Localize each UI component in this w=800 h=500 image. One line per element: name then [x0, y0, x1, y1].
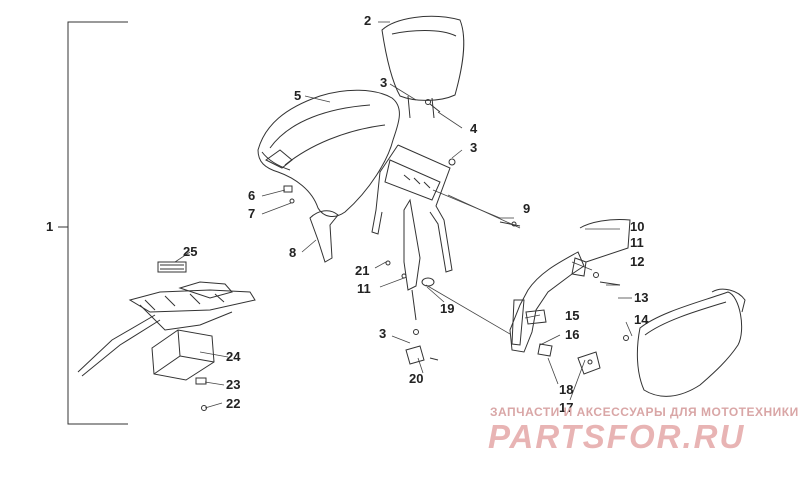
callout-25: 25: [183, 244, 198, 259]
callout-19: 19: [440, 301, 455, 316]
screw-4: [425, 99, 441, 113]
callout-13: 13: [634, 290, 649, 305]
backrest-frame: [371, 144, 456, 321]
callout-21: 21: [355, 263, 370, 278]
callout-16: 16: [565, 327, 580, 342]
backrest-pad: [381, 15, 465, 119]
callout-8: 8: [289, 245, 297, 260]
seat-cushion: [257, 89, 400, 217]
screw-7: [289, 198, 295, 204]
screw-22: [201, 405, 207, 411]
assembly-bracket: [58, 21, 128, 425]
screw-21: [385, 260, 391, 266]
callout-22: 22: [226, 396, 241, 411]
callout-7: 7: [248, 206, 256, 221]
strap-25: [157, 261, 187, 273]
pin-9: [499, 221, 521, 227]
clamp-20: [405, 329, 439, 365]
callout-14: 14: [634, 312, 649, 327]
clip-23: [195, 377, 207, 385]
watermark-logo: PARTSFOR.RU: [488, 418, 746, 455]
callout-4: 4: [470, 121, 478, 136]
callout-10: 10: [630, 219, 645, 234]
callout-11-left: 11: [357, 281, 371, 296]
bushing-11-left: [401, 273, 407, 279]
bracket-8: [309, 210, 339, 263]
callout-15: 15: [565, 308, 580, 323]
plate-17: [577, 351, 601, 375]
callout-2: 2: [364, 13, 372, 28]
callout-6: 6: [248, 188, 256, 203]
callout-18: 18: [559, 382, 574, 397]
callout-17: 17: [559, 400, 574, 415]
callout-9: 9: [523, 201, 531, 216]
washer-19: [421, 277, 435, 287]
callout-12: 12: [630, 254, 645, 269]
callout-11-right: 11: [630, 235, 644, 250]
callout-1: 1: [46, 219, 54, 234]
callout-3-bottom: 3: [379, 326, 387, 341]
fuel-can-24: [151, 329, 215, 381]
saddlebag: [623, 288, 746, 397]
callout-3-right: 3: [470, 140, 478, 155]
spacer-16: [537, 343, 553, 357]
callout-5: 5: [294, 88, 302, 103]
bracket-15: [525, 309, 547, 325]
saddlebag-bracket: [509, 219, 631, 353]
watermark-tagline: ЗАПЧАСТИ И АКСЕССУАРЫ ДЛЯ МОТОТЕХНИКИ: [490, 405, 799, 419]
callout-24: 24: [226, 349, 241, 364]
bushing-6: [283, 185, 293, 193]
callout-23: 23: [226, 377, 241, 392]
leader-lines: [174, 21, 633, 409]
callout-3-top: 3: [380, 75, 388, 90]
tunnel-rack: [77, 281, 256, 377]
callout-20: 20: [409, 371, 424, 386]
